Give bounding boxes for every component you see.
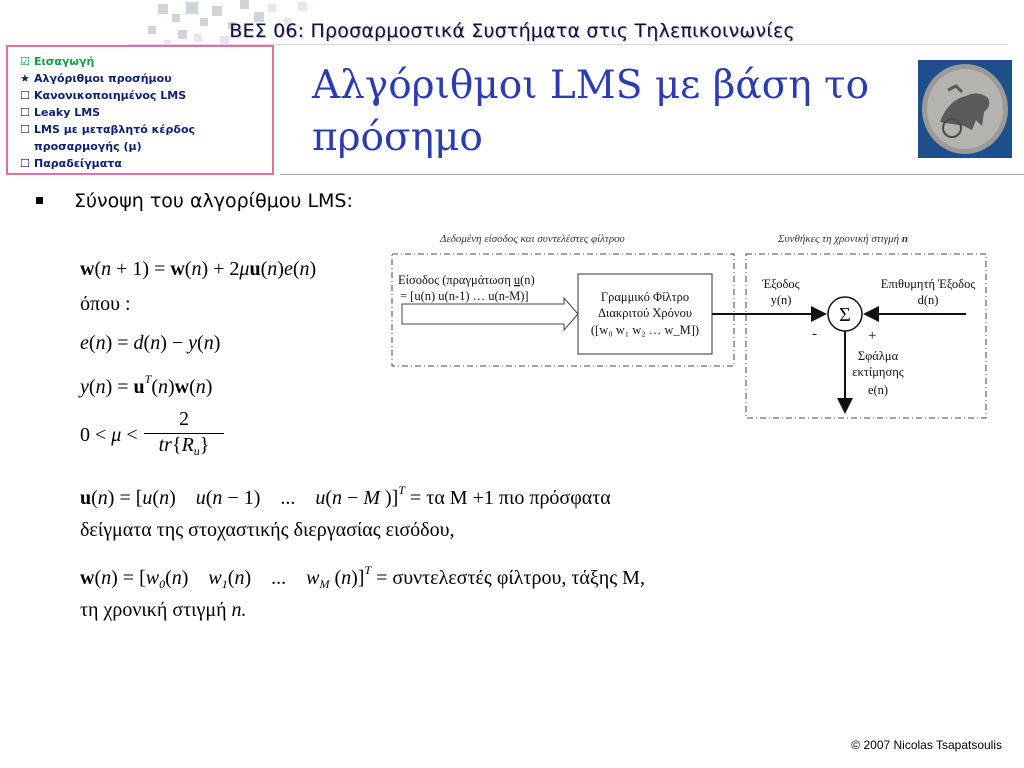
toc-item-label: Αλγόριθμοι προσήμου (34, 72, 172, 85)
equation-input-vector: u(n) = [u(n) u(n − 1) ... u(n − M )]T = … (80, 483, 611, 509)
toc-item-label: Κανονικοποιημένος LMS (34, 89, 187, 102)
weight-vector-text: = συντελεστές φίλτρου, τάξης Μ, (376, 567, 645, 589)
slide-title-line1: Αλγόριθμοι LMS με βάση το (312, 63, 870, 108)
plus-sign: + (868, 328, 876, 344)
diagram-right-header: Συνθήκες τη χρονική στιγμή n (777, 233, 908, 245)
bullet-square-icon (36, 197, 43, 204)
filter-label-line1: Γραμμικό Φίλτρο (601, 290, 689, 304)
error-label-line2: εκτίμησης (852, 365, 903, 379)
course-title: ΒΕΣ 06: Προσαρμοστικά Συστήματα στις Τηλ… (229, 20, 795, 42)
filter-label-line2: Διακριτού Χρόνου (598, 306, 692, 320)
copyright-footer: © 2007 Nicolas Tsapatsoulis (851, 738, 1002, 752)
output-label-line1: Έξοδος (761, 277, 799, 291)
minus-sign: - (812, 326, 817, 342)
input-label-line2: = [u(n) u(n-1) … u(n-M)] (400, 289, 529, 303)
equation-stability-lhs: 0 < μ < (80, 424, 138, 446)
star-icon: ★ (20, 72, 30, 85)
ancient-coin-image (918, 60, 1012, 158)
toc-item-variable-step-lms[interactable]: ☐ LMS με μεταβλητό κέρδος (20, 121, 272, 138)
equation-update: w(n + 1) = w(n) + 2μu(n)e(n) (80, 258, 317, 280)
toc-item-label: Leaky LMS (34, 106, 101, 119)
filter-block (577, 273, 713, 355)
input-label-line1: Είσοδος (πραγμάτωση u(n) (398, 273, 535, 287)
fraction-denominator: tr{Ru} (158, 434, 210, 458)
toc-item-label: Παραδείγματα (34, 157, 122, 170)
toc-item-label: LMS με μεταβλητό κέρδος (34, 123, 196, 136)
slide-title: Αλγόριθμοι LMS με βάση το πρόσημο (312, 60, 912, 164)
checkbox-icon: ☐ (20, 157, 30, 170)
toc-item-leaky-lms[interactable]: ☐ Leaky LMS (20, 104, 272, 121)
error-label-line3: e(n) (868, 383, 888, 397)
input-arrow (401, 296, 579, 332)
weight-vector-cont-var: n. (231, 599, 247, 621)
weight-vector-cont-text: τη χρονική στιγμή (80, 599, 227, 621)
time-conditions-region (745, 253, 987, 419)
desired-label-line2: d(n) (918, 293, 939, 307)
equation-weight-vector: w(n) = [w0(n) w1(n) ... wM (n)]T = συντε… (80, 563, 645, 591)
toc-item-normalized-lms[interactable]: ☐ Κανονικοποιημένος LMS (20, 87, 272, 104)
toc-item-continuation: προσαρμογής (μ) (20, 138, 272, 155)
equation-input-vector-cont: δείγματα της στοχαστικής διεργασίας εισό… (80, 519, 455, 541)
given-input-region (391, 253, 735, 367)
header-rule (128, 44, 1008, 45)
toc-item-label: Εισαγωγή (34, 55, 95, 68)
equation-where: όπου : (80, 293, 131, 315)
slide-title-line2: πρόσημο (312, 115, 483, 160)
diagram-left-header: Δεδομένη είσοδος και συντελέστες φίλτρου (439, 233, 625, 245)
output-label-line2: y(n) (771, 293, 792, 307)
bullet-summary: Σύνοψη του αλγορίθμου LMS: (74, 190, 353, 212)
checkbox-icon: ☐ (20, 106, 30, 119)
equation-error: e(n) = d(n) − y(n) (80, 332, 221, 354)
checkbox-icon: ☐ (20, 89, 30, 102)
decorative-mosaic (148, 0, 307, 47)
toc-item-introduction[interactable]: ☑ Εισαγωγή (20, 53, 272, 70)
checked-box-icon: ☑ (20, 55, 30, 68)
checkbox-icon: ☐ (20, 123, 30, 136)
toc-item-label-cont: προσαρμογής (μ) (34, 140, 142, 153)
filter-label-line3: ([w₀ w₁ w₂ … w_M]) (591, 323, 699, 337)
desired-label-line1: Επιθυμητή Έξοδος (881, 277, 976, 291)
title-separator (280, 174, 1024, 175)
toc-item-sign-algorithms[interactable]: ★ Αλγόριθμοι προσήμου (20, 70, 272, 87)
toc-item-examples[interactable]: ☐ Παραδείγματα (20, 155, 272, 172)
toc-box: ☑ Εισαγωγή ★ Αλγόριθμοι προσήμου ☐ Κανον… (6, 45, 274, 175)
equation-output: y(n) = uT(n)w(n) (80, 372, 213, 398)
equation-stability-fraction: 2 tr{Ru} (144, 408, 224, 459)
error-label-line1: Σφάλμα (858, 349, 899, 363)
input-vector-text: = τα M +1 πιο πρόσφατα (410, 487, 611, 509)
equation-weight-vector-cont: τη χρονική στιγμή n. (80, 599, 247, 622)
lms-block-diagram: Δεδομένη είσοδος και συντελέστες φίλτρου… (391, 233, 987, 419)
fraction-numerator: 2 (144, 408, 224, 434)
sum-symbol: Σ (839, 304, 851, 326)
